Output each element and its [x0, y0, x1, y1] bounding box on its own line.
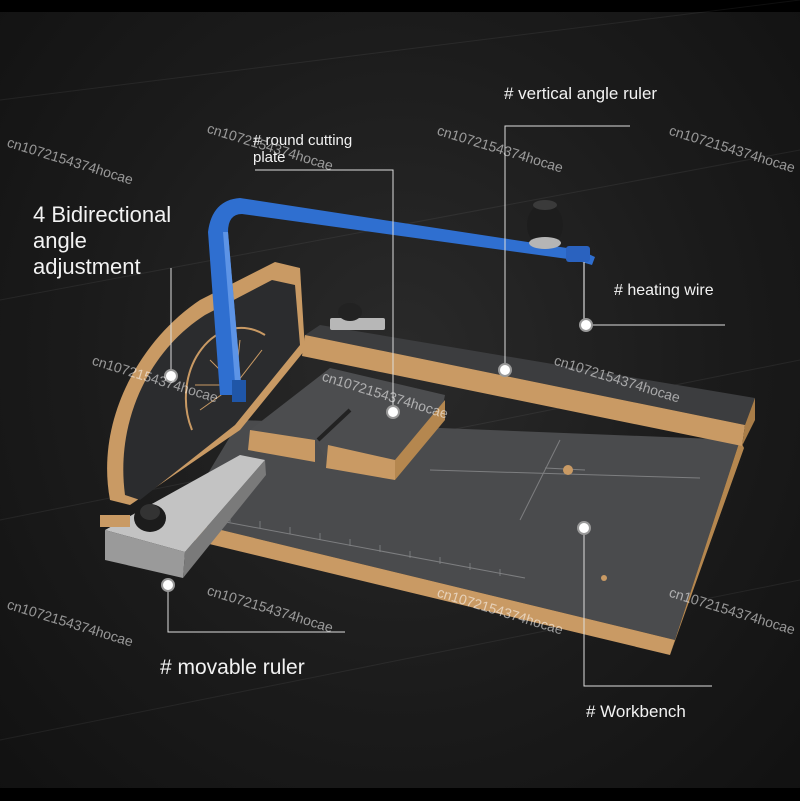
blue-arm — [208, 198, 595, 402]
label-round-cutting-plate: # round cutting plate — [253, 132, 353, 166]
callout-lines — [167, 125, 725, 687]
callout-dots — [161, 318, 593, 592]
label-vertical-angle-ruler: # vertical angle ruler — [504, 84, 658, 103]
vertical-angle-ruler-bar — [302, 303, 755, 446]
bottom-border — [0, 788, 800, 801]
label-workbench: # Workbench — [586, 702, 686, 721]
round-cutting-plate — [248, 368, 445, 480]
label-movable-ruler: # movable ruler — [160, 656, 305, 679]
label-heating-wire: # heating wire — [614, 282, 714, 299]
movable-ruler — [100, 455, 266, 578]
top-border — [0, 0, 800, 12]
workbench — [176, 420, 744, 655]
angle-scale — [184, 326, 266, 431]
label-angle-adjustment: 4 Bidirectional angle adjustment — [33, 202, 172, 279]
